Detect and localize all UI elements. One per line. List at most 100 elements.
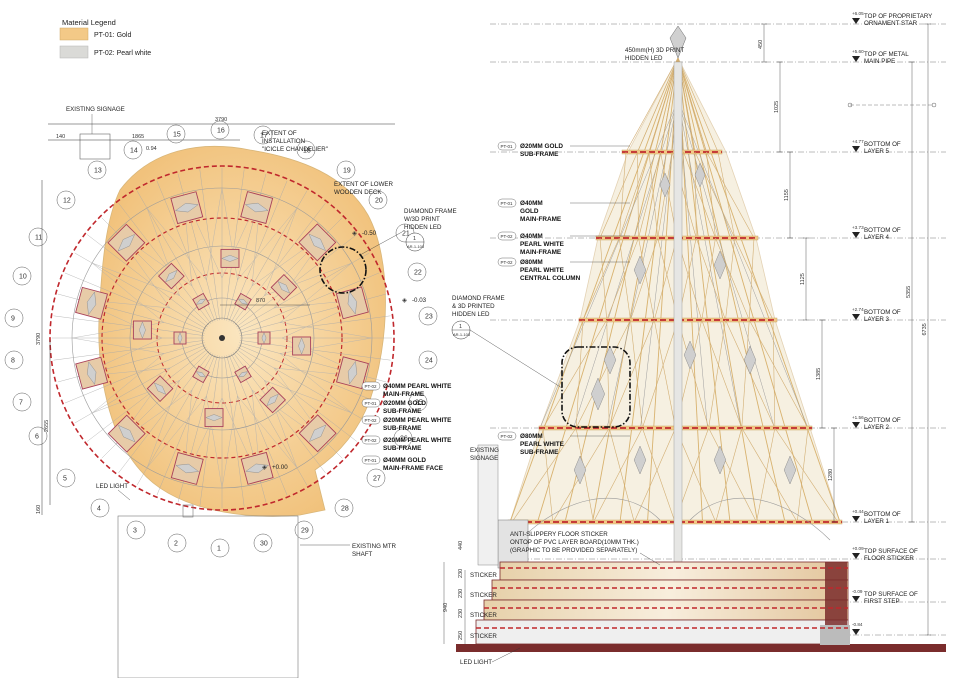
plan-column-label: 25 bbox=[415, 400, 423, 407]
plan-diamond bbox=[107, 414, 146, 453]
elevation-level-value: +5.60 bbox=[852, 49, 864, 54]
plan-diamond-crystal bbox=[347, 360, 358, 385]
elevation-level-triangle bbox=[852, 422, 860, 428]
elevation-brace bbox=[625, 57, 679, 153]
elevation-brace bbox=[708, 427, 757, 523]
plan-frame-line: SUB-FRAME bbox=[383, 425, 422, 432]
plan-lattice bbox=[279, 322, 373, 339]
plan-column-bubble bbox=[167, 533, 187, 553]
elevation-brace bbox=[599, 151, 638, 239]
elevation-print-note-2: HIDDEN LED bbox=[625, 55, 663, 62]
elevation-brace bbox=[677, 57, 707, 153]
elevation-brace bbox=[725, 237, 736, 321]
elevation-brace bbox=[608, 319, 655, 429]
elevation-led-leader bbox=[491, 647, 521, 663]
elevation-sticker-2: STICKER bbox=[470, 592, 497, 599]
elevation-level-label: TOP SURFACE OF bbox=[864, 548, 918, 555]
elevation-brace bbox=[582, 237, 620, 321]
plan-frame-code-pill bbox=[361, 455, 381, 465]
elevation-frame-code-pill bbox=[497, 141, 517, 151]
plan-diamond bbox=[192, 292, 210, 311]
elevation-sticker-3: STICKER bbox=[470, 612, 497, 619]
elevation-level-triangle bbox=[852, 314, 860, 320]
elevation-level-label: BOTTOM OF bbox=[864, 511, 901, 518]
elevation-step-4 bbox=[475, 619, 849, 645]
plan-diamond-crystal bbox=[308, 424, 327, 442]
plan-dim-870: 870 bbox=[256, 298, 265, 304]
plan-highlight-diamond-circle bbox=[319, 246, 367, 294]
plan-column-label: 30 bbox=[260, 541, 268, 548]
elevation-brace bbox=[542, 319, 608, 429]
plan-column-label: 1 bbox=[217, 546, 221, 553]
plan-diamond bbox=[173, 331, 187, 345]
plan-column-marker: 2 bbox=[167, 533, 187, 553]
plan-column-marker: 14 bbox=[123, 140, 143, 160]
plan-extent-lower-1: EXTENT OF LOWER bbox=[334, 181, 394, 188]
elevation-level-triangle bbox=[852, 18, 860, 24]
plan-column-label: 18 bbox=[303, 148, 311, 155]
elevation-gold-rib bbox=[677, 57, 786, 523]
elevation-brace bbox=[796, 427, 809, 523]
elevation-brace bbox=[701, 237, 716, 321]
plan-column-label: 22 bbox=[414, 270, 422, 277]
elevation-level-triangle bbox=[852, 232, 860, 238]
plan-column-marker: 9 bbox=[4, 308, 24, 328]
elevation-level-label: LAYER 4 bbox=[864, 234, 890, 241]
plan-callout-num: 1 bbox=[413, 236, 416, 242]
elevation-crystal bbox=[633, 445, 647, 475]
elevation-level-label: LAYER 5 bbox=[864, 148, 890, 155]
elevation-brace bbox=[637, 151, 639, 239]
elevation-brace bbox=[675, 427, 717, 523]
plan-frame-code-pill bbox=[361, 398, 381, 408]
elevation-gold-rib bbox=[564, 57, 679, 523]
elevation-frame-code: PT-01 bbox=[501, 144, 514, 149]
elevation-dim-1385: 1385 bbox=[816, 368, 822, 380]
elevation-pearl-rib bbox=[573, 99, 679, 429]
plan-column-marker: 23 bbox=[418, 306, 438, 326]
plan-column-bubble bbox=[408, 392, 428, 412]
elevation-diamond-label-3: HIDDEN LED bbox=[452, 311, 490, 318]
plan-lattice bbox=[237, 207, 298, 281]
elevation-brace bbox=[633, 427, 676, 523]
plan-frame-code: PT-01 bbox=[365, 458, 378, 463]
elevation-step-end bbox=[825, 562, 847, 644]
plan-diamond bbox=[270, 273, 298, 301]
elevation-crystal bbox=[591, 377, 605, 411]
plan-spoke bbox=[236, 348, 357, 442]
plan-diamond-crystal bbox=[177, 332, 183, 344]
plan-diamond bbox=[298, 223, 337, 262]
elevation-dim-940: 940 bbox=[443, 603, 449, 612]
plan-column-bubble bbox=[210, 538, 230, 558]
plan-lattice bbox=[264, 380, 352, 414]
plan-column-label: 29 bbox=[301, 528, 309, 535]
plan-diamond-crystal bbox=[175, 463, 200, 474]
plan-column-label: 12 bbox=[63, 198, 71, 205]
plan-diamond-label-1: DIAMOND FRAME bbox=[404, 208, 457, 215]
plan-diamond-crystal bbox=[86, 291, 97, 316]
plan-lattice bbox=[71, 337, 165, 354]
elevation-level-label: TOP OF METAL bbox=[864, 51, 909, 58]
elevation-crystal bbox=[743, 345, 757, 375]
plan-diamond-crystal bbox=[261, 332, 267, 344]
elevation-frame-code-pill bbox=[497, 257, 517, 267]
elevation-gold-rib bbox=[677, 57, 731, 523]
elevation-ground-slab bbox=[456, 644, 946, 652]
elevation-step-base-grey bbox=[820, 625, 850, 645]
plan-column-bubble bbox=[123, 140, 143, 160]
elevation-dim-440: 440 bbox=[458, 541, 464, 550]
elevation-crystal bbox=[573, 455, 587, 485]
plan-spoke bbox=[74, 346, 207, 424]
plan-frame-line: SUB-FRAME bbox=[383, 445, 422, 452]
plan-frame-line: MAIN-FRAME bbox=[383, 391, 425, 398]
elevation-sticker-note-1: ANTI-SLIPPERY FLOOR STICKER bbox=[510, 531, 608, 538]
plan-column-bubble bbox=[90, 498, 110, 518]
elevation-brace bbox=[599, 237, 608, 321]
elevation-frame-line: Ø40MM bbox=[520, 233, 543, 240]
elevation-crystal bbox=[603, 345, 617, 375]
elevation-diamond-label-1: DIAMOND FRAME bbox=[452, 295, 505, 302]
plan-column-bubble bbox=[12, 266, 32, 286]
plan-column-marker: 7 bbox=[12, 392, 32, 412]
